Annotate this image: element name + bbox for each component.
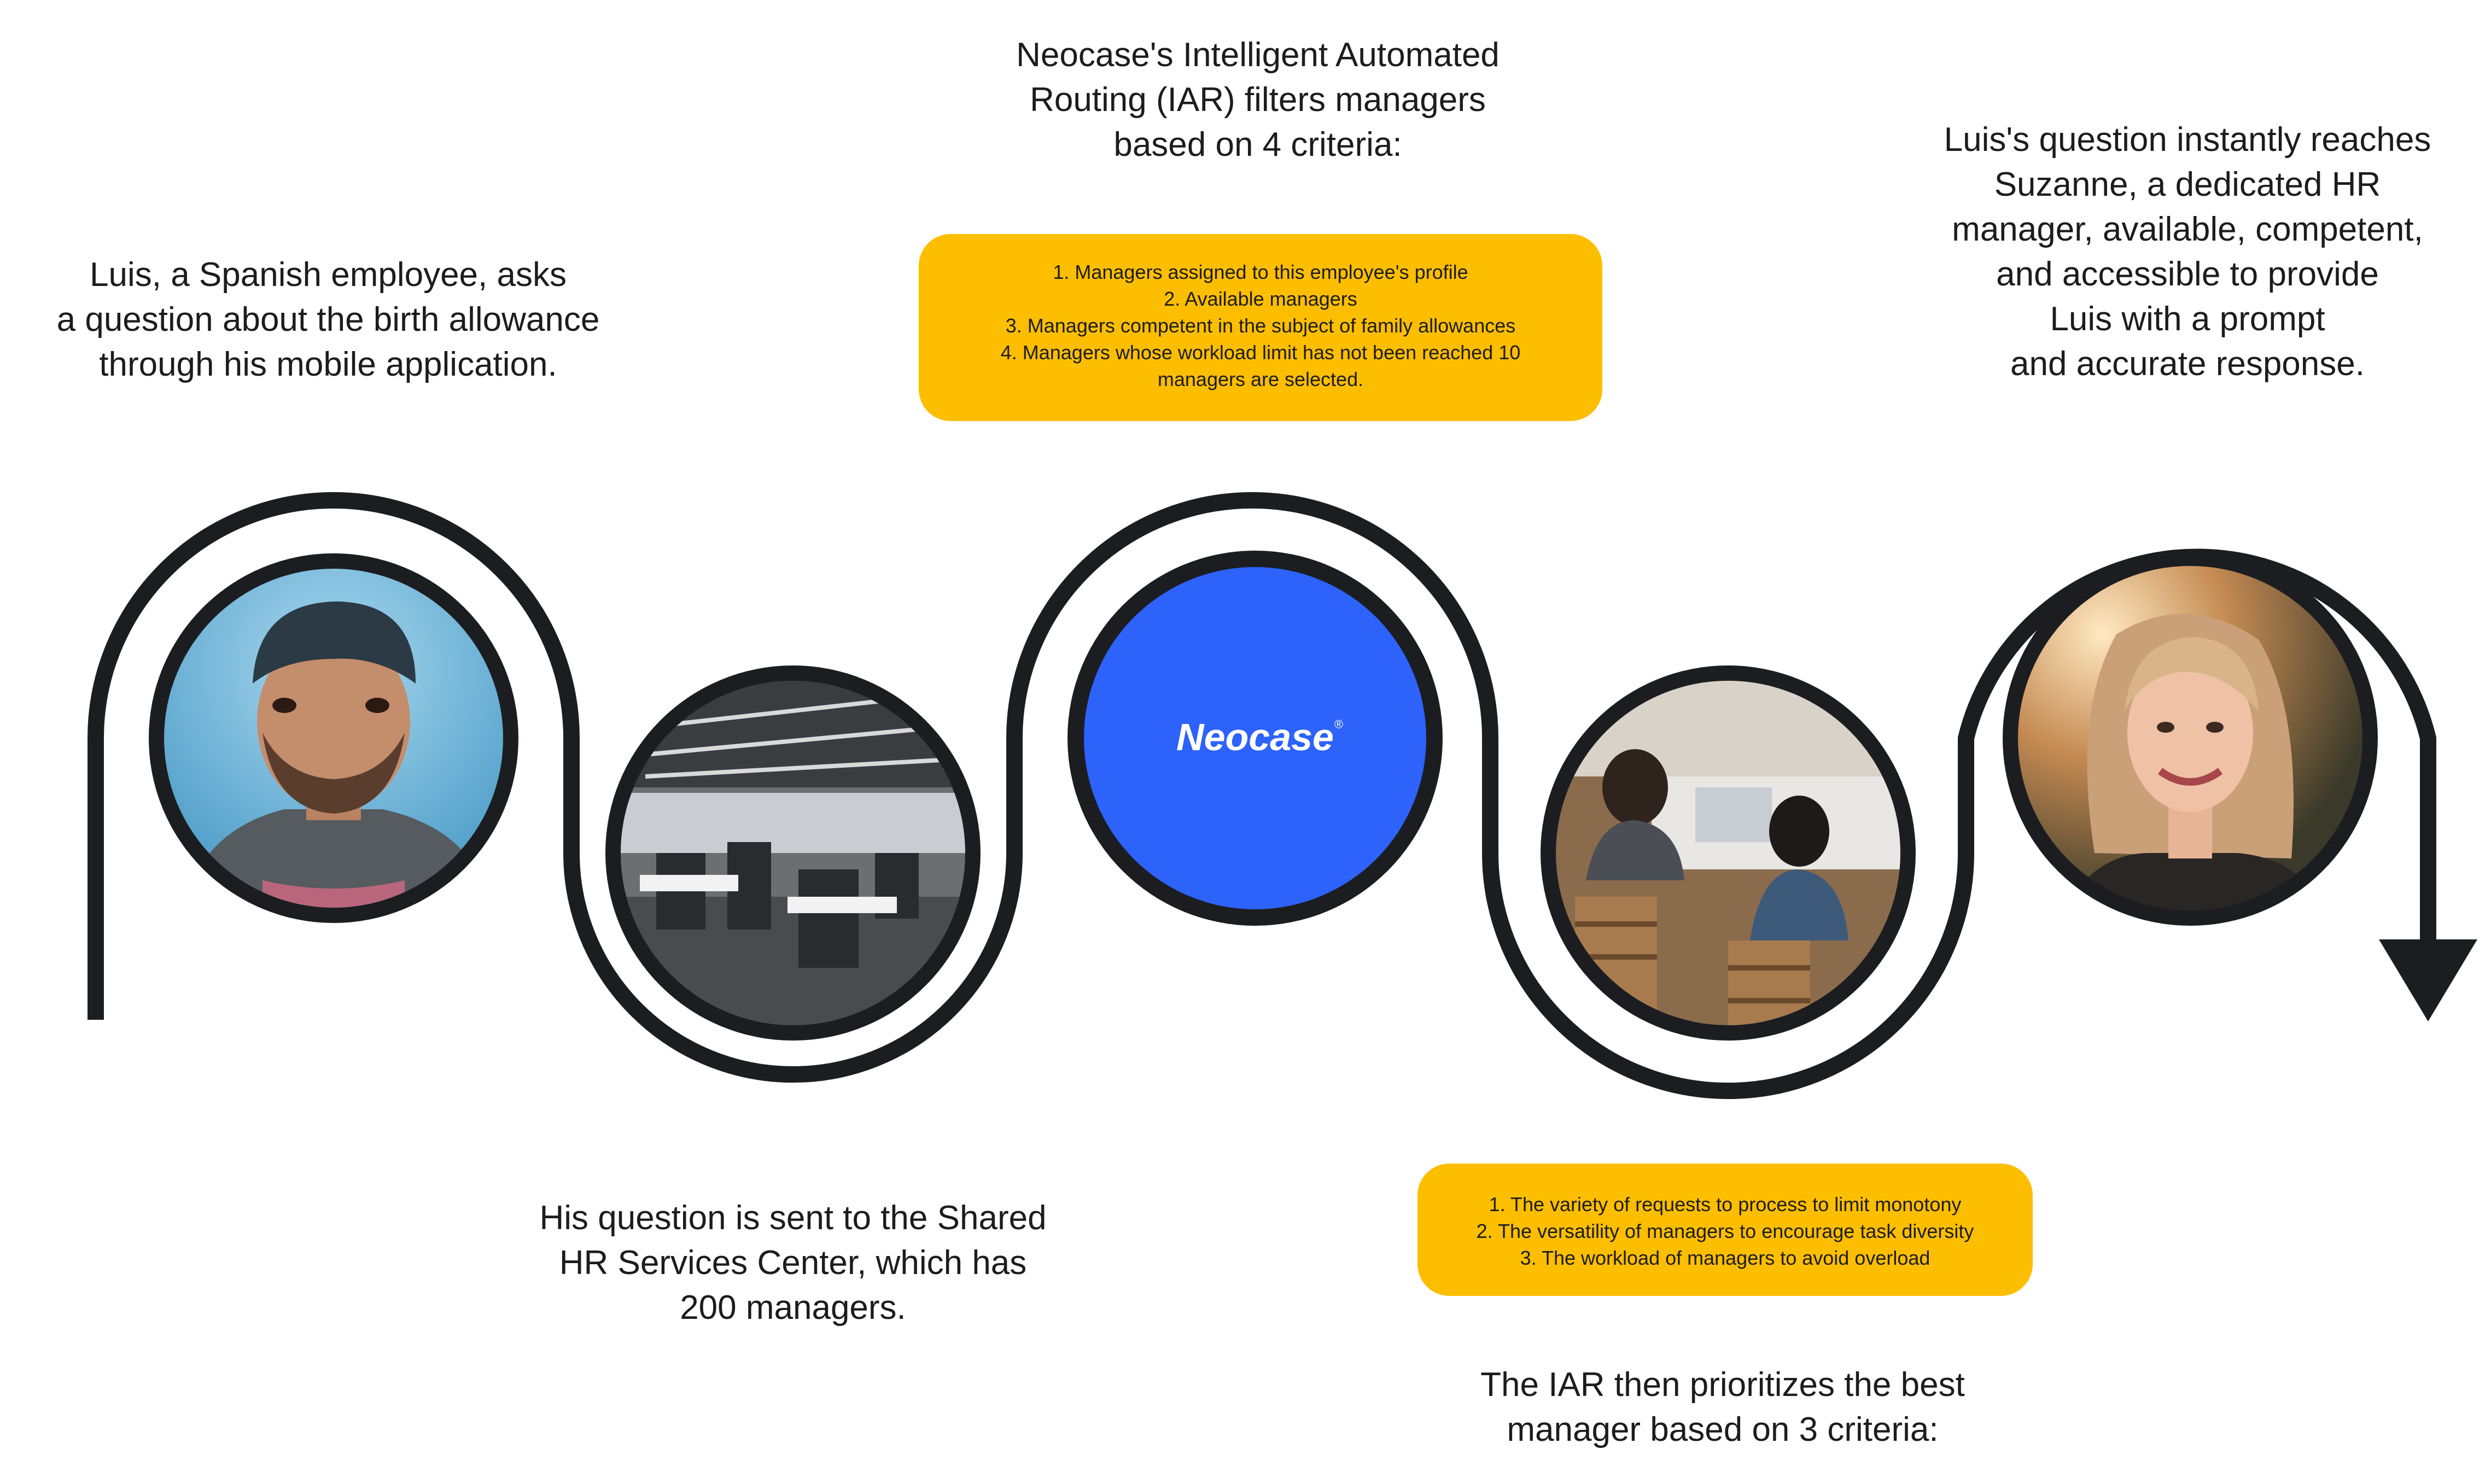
office-photo-icon bbox=[605, 665, 981, 1041]
priority-criterion: 2. The versatility of managers to encour… bbox=[1476, 1220, 1974, 1242]
caption-step1: Luis, a Spanish employee, asks a questio… bbox=[56, 256, 600, 383]
logo-wordmark: Neocase bbox=[1176, 716, 1334, 758]
winding-path bbox=[87, 492, 2436, 1099]
caption-step2: His question is sent to the Shared HR Se… bbox=[539, 1199, 1047, 1327]
employee-photo-icon bbox=[149, 553, 518, 923]
filter-criterion: 4. Managers whose workload limit has not… bbox=[1000, 341, 1521, 364]
neocase-logo-icon: Neocase ® bbox=[1067, 551, 1443, 926]
filter-criterion: managers are selected. bbox=[1157, 368, 1364, 390]
priority-criteria-box: 1. The variety of requests to process to… bbox=[1417, 1164, 2033, 1296]
priority-criterion: 1. The variety of requests to process to… bbox=[1489, 1193, 1962, 1216]
team-photo-icon bbox=[1541, 665, 1916, 1041]
caption-step4: The IAR then prioritizes the best manage… bbox=[1480, 1366, 1965, 1448]
caption-step3: Neocase's Intelligent Automated Routing … bbox=[1016, 36, 1500, 163]
filter-criterion: 2. Available managers bbox=[1164, 288, 1357, 310]
hr-manager-photo-icon bbox=[2003, 551, 2378, 926]
caption-step5: Luis's question instantly reaches Suzann… bbox=[1944, 121, 2431, 383]
logo-registered-mark: ® bbox=[1334, 717, 1343, 731]
filter-criterion: 3. Managers competent in the subject of … bbox=[1005, 314, 1516, 337]
arrow-down-icon bbox=[2379, 939, 2477, 1021]
priority-criterion: 3. The workload of managers to avoid ove… bbox=[1520, 1247, 1930, 1269]
filter-criteria-box: 1. Managers assigned to this employee's … bbox=[919, 234, 1602, 421]
filter-criterion: 1. Managers assigned to this employee's … bbox=[1053, 261, 1468, 283]
